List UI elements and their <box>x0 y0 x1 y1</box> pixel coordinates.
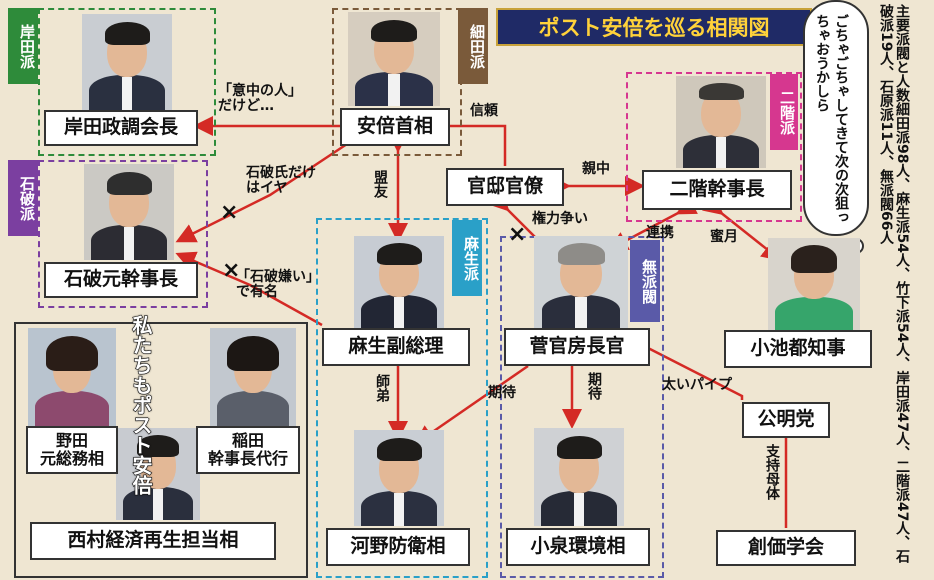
node-ishiba: 石破元幹事長 <box>44 262 198 298</box>
node-koizumi: 小泉環境相 <box>506 528 650 566</box>
label-kenryoku: 権力争い <box>532 211 588 227</box>
label-trust: 信頼 <box>470 103 498 119</box>
label-pipe: 太いパイプ <box>662 377 732 393</box>
nikai-photo <box>676 76 766 168</box>
node-kantei: 官邸官僚 <box>446 168 564 206</box>
kishida-faction-frame <box>38 8 216 156</box>
faction-counts-heading: 主要派閥と人数 <box>894 4 910 102</box>
label-shinchu: 親中 <box>582 161 610 177</box>
label-aso-ishiba: 「石破嫌い」 で有名 <box>236 269 320 301</box>
arrow-aso-ishiba <box>175 251 323 327</box>
postabe-hopefuls-frame <box>14 322 308 578</box>
aso-faction-frame <box>316 218 488 578</box>
node-koike: 小池都知事 <box>724 330 872 368</box>
label-kitai-koizumi: 期待 <box>586 372 602 400</box>
faction-counts-text: 細田派98人、麻生派54人、竹下派54人、岸田派47人、二階派47人、石破派19… <box>878 4 910 564</box>
inada-photo <box>210 328 296 426</box>
node-komeito: 公明党 <box>742 402 830 438</box>
kishida-photo <box>82 14 172 110</box>
cross-mark: × <box>220 200 239 225</box>
node-aso: 麻生副総理 <box>322 328 470 366</box>
node-nikai: 二階幹事長 <box>642 170 792 210</box>
ishiba-photo <box>84 164 174 260</box>
diagram-title: ポスト安倍を巡る相関図 <box>496 8 812 46</box>
aso-photo <box>354 236 444 328</box>
nikai-faction-tag: 二階派 <box>770 74 798 150</box>
koike-thought-bubble <box>803 0 869 236</box>
hosoda-faction-tag: 細田派 <box>458 8 488 84</box>
label-shiji: 支持母体 <box>764 444 780 500</box>
label-abe-kishida: 「意中の人」 だけど… <box>218 83 302 115</box>
cross-mark: × <box>222 258 241 283</box>
suga-photo <box>534 236 628 328</box>
node-kishida: 岸田政調会長 <box>44 110 198 146</box>
muhabatsu-tag: 無派閥 <box>630 240 660 322</box>
node-nishimura: 西村経済再生担当相 <box>30 522 276 560</box>
label-meiyu: 盟友 <box>372 170 388 198</box>
kono-photo <box>354 430 444 526</box>
koike-photo <box>768 238 860 330</box>
koizumi-photo <box>534 428 624 526</box>
kishida-faction-tag: 岸田派 <box>8 8 38 84</box>
bubble-text: ごちゃごちゃしてきて次の次狙っちゃおうかしら <box>814 14 849 224</box>
nishimura-photo <box>116 428 200 520</box>
label-abe-ishiba: 石破氏だけ はイヤ <box>246 165 316 197</box>
abe-photo <box>348 12 440 106</box>
ishiba-faction-frame <box>38 160 208 308</box>
node-noda: 野田 元総務相 <box>26 426 118 474</box>
label-kitai-suga: 期待 <box>488 385 516 401</box>
arrow-abe-ishiba <box>175 140 351 243</box>
node-inada: 稲田 幹事長代行 <box>196 426 300 474</box>
node-abe: 安倍首相 <box>340 108 450 146</box>
aso-faction-tag: 麻生派 <box>452 220 482 296</box>
node-kono: 河野防衛相 <box>326 528 470 566</box>
arrow-abe-kantei <box>450 124 507 166</box>
label-renkei: 連携 <box>646 225 674 241</box>
ishiba-faction-tag: 石破派 <box>8 160 38 236</box>
hopefuls-label: 私たちもポスト安倍 <box>128 314 153 495</box>
node-soka: 創価学会 <box>716 530 856 566</box>
arrow-suga-kono <box>413 364 529 445</box>
faction-counts: 主要派閥と人数細田派98人、麻生派54人、竹下派54人、岸田派47人、二階派47… <box>878 4 910 574</box>
arrow-suga-komeito <box>647 346 744 400</box>
nikai-faction-frame <box>626 72 802 222</box>
noda-photo <box>28 328 116 426</box>
label-mitsugetsu: 蜜月 <box>710 229 738 245</box>
node-suga: 菅官房長官 <box>504 328 650 366</box>
cross-mark: × <box>508 222 527 247</box>
label-shitei: 師弟 <box>374 374 390 402</box>
